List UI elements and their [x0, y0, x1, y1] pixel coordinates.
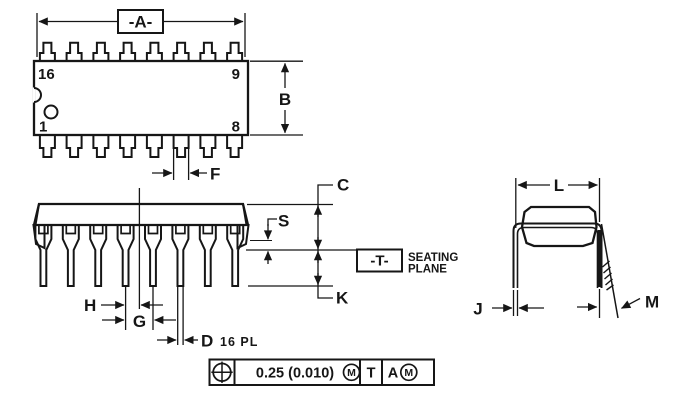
- end-view: L J M: [473, 176, 659, 319]
- mmc-modifier-circle-2: [399, 363, 418, 382]
- pin-number-1: 1: [39, 119, 47, 136]
- pin-number-16: 16: [38, 66, 55, 83]
- dim-l-label: L: [554, 176, 564, 195]
- seating-plane-text-1: SEATING: [408, 252, 458, 264]
- lead-outline-outer: [512, 222, 603, 288]
- mmc-modifier-1: M: [347, 367, 356, 379]
- side-view-body: [32, 202, 250, 227]
- pin1-indicator-icon: [43, 104, 59, 120]
- orientation-notch-icon: [33, 87, 42, 103]
- dim-s-label: S: [278, 212, 289, 231]
- dim-d-qualifier: 16 PL: [220, 335, 258, 349]
- end-view-body: [520, 205, 598, 248]
- k-leader: [317, 286, 333, 299]
- top-view-pins-bottom: [38, 134, 244, 158]
- top-view-pins-top: [38, 41, 244, 62]
- tolerance-value: 0.25 (0.010): [256, 366, 334, 382]
- seating-plane-text-2: PLANE: [408, 264, 447, 276]
- dim-m-label: M: [645, 293, 659, 312]
- dim-j-label: J: [473, 300, 482, 319]
- mmc-modifier-circle-1: [342, 363, 361, 382]
- s-leader: [267, 218, 277, 226]
- secondary-datum: A: [388, 366, 399, 382]
- tolerance-box: [208, 358, 435, 386]
- datum-t-label: -T-: [370, 253, 388, 270]
- lead-angle-hatching: [602, 260, 614, 291]
- dim-b-label: B: [279, 90, 291, 109]
- dim-a-label: -A-: [129, 13, 153, 32]
- body-end-chamfer-left: [34, 203, 40, 226]
- datum-a-frame: [117, 9, 164, 34]
- dim-h-label: H: [84, 296, 96, 315]
- body-end-tab-right: [236, 224, 250, 250]
- lead-angle-line: [600, 223, 619, 319]
- notch-gap: [32, 87, 36, 103]
- position-tolerance-icon: [211, 361, 233, 383]
- top-view-body: [32, 59, 250, 137]
- pin-number-8: 8: [232, 119, 240, 136]
- dim-k-label: K: [336, 289, 349, 308]
- feature-control-frame: 0.25 (0.010) M T A M: [208, 358, 435, 386]
- dim-f-label: F: [210, 165, 220, 184]
- body-end-chamfer-right: [242, 203, 248, 226]
- mmc-modifier-2: M: [404, 367, 413, 379]
- c-leader: [317, 184, 333, 205]
- top-view: -A- 16 9 1 8 B: [32, 9, 303, 184]
- right-lead-fill: [597, 230, 602, 287]
- pin-number-9: 9: [232, 66, 240, 83]
- dim-g-label: G: [133, 312, 146, 331]
- side-view: H G D 16 PL C K S -T- SEATING: [32, 176, 458, 351]
- lead-outline-inner: [516, 226, 599, 288]
- dim-d-label: D: [201, 332, 213, 351]
- dim-c-label: C: [337, 176, 349, 195]
- datum-t-frame: [356, 248, 403, 273]
- m-arrow-right: [621, 297, 641, 309]
- primary-datum: T: [367, 366, 376, 382]
